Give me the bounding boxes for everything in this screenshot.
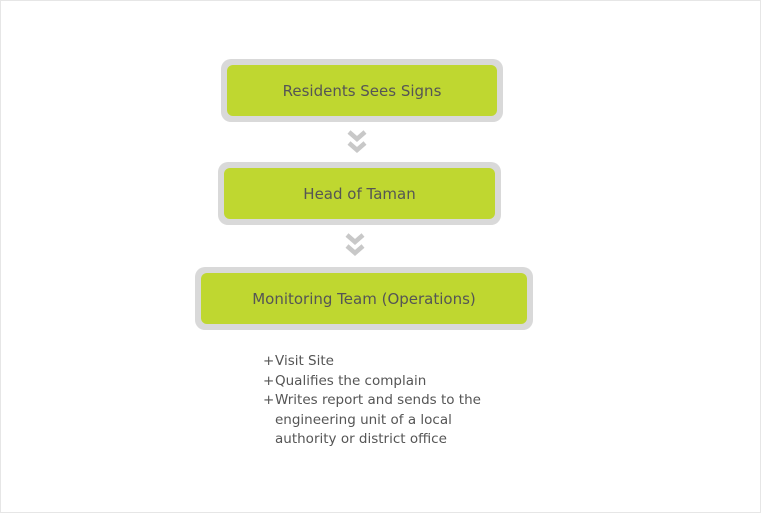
list-item: + Writes report and sends to the enginee… (263, 391, 515, 450)
list-item: + Visit Site (263, 352, 515, 372)
note-text: Qualifies the complain (275, 372, 427, 389)
list-item: + Qualifies the complain (263, 372, 515, 392)
double-chevron-down-icon (347, 130, 367, 153)
flow-step-head-of-taman: Head of Taman (218, 162, 501, 225)
flow-step-label: Monitoring Team (Operations) (201, 273, 527, 324)
flow-step-label: Residents Sees Signs (227, 65, 497, 116)
action-notes-list: + Visit Site + Qualifies the complain + … (263, 352, 515, 450)
flow-step-label: Head of Taman (224, 168, 495, 219)
note-text: Visit Site (275, 353, 334, 369)
plus-bullet: + (263, 392, 275, 408)
plus-bullet: + (263, 353, 275, 369)
plus-bullet: + (263, 372, 275, 389)
note-text: Writes report and sends to the engineeri… (275, 392, 481, 447)
flow-step-residents: Residents Sees Signs (221, 59, 503, 122)
double-chevron-down-icon (345, 233, 365, 256)
flow-step-monitoring-team: Monitoring Team (Operations) (195, 267, 533, 330)
